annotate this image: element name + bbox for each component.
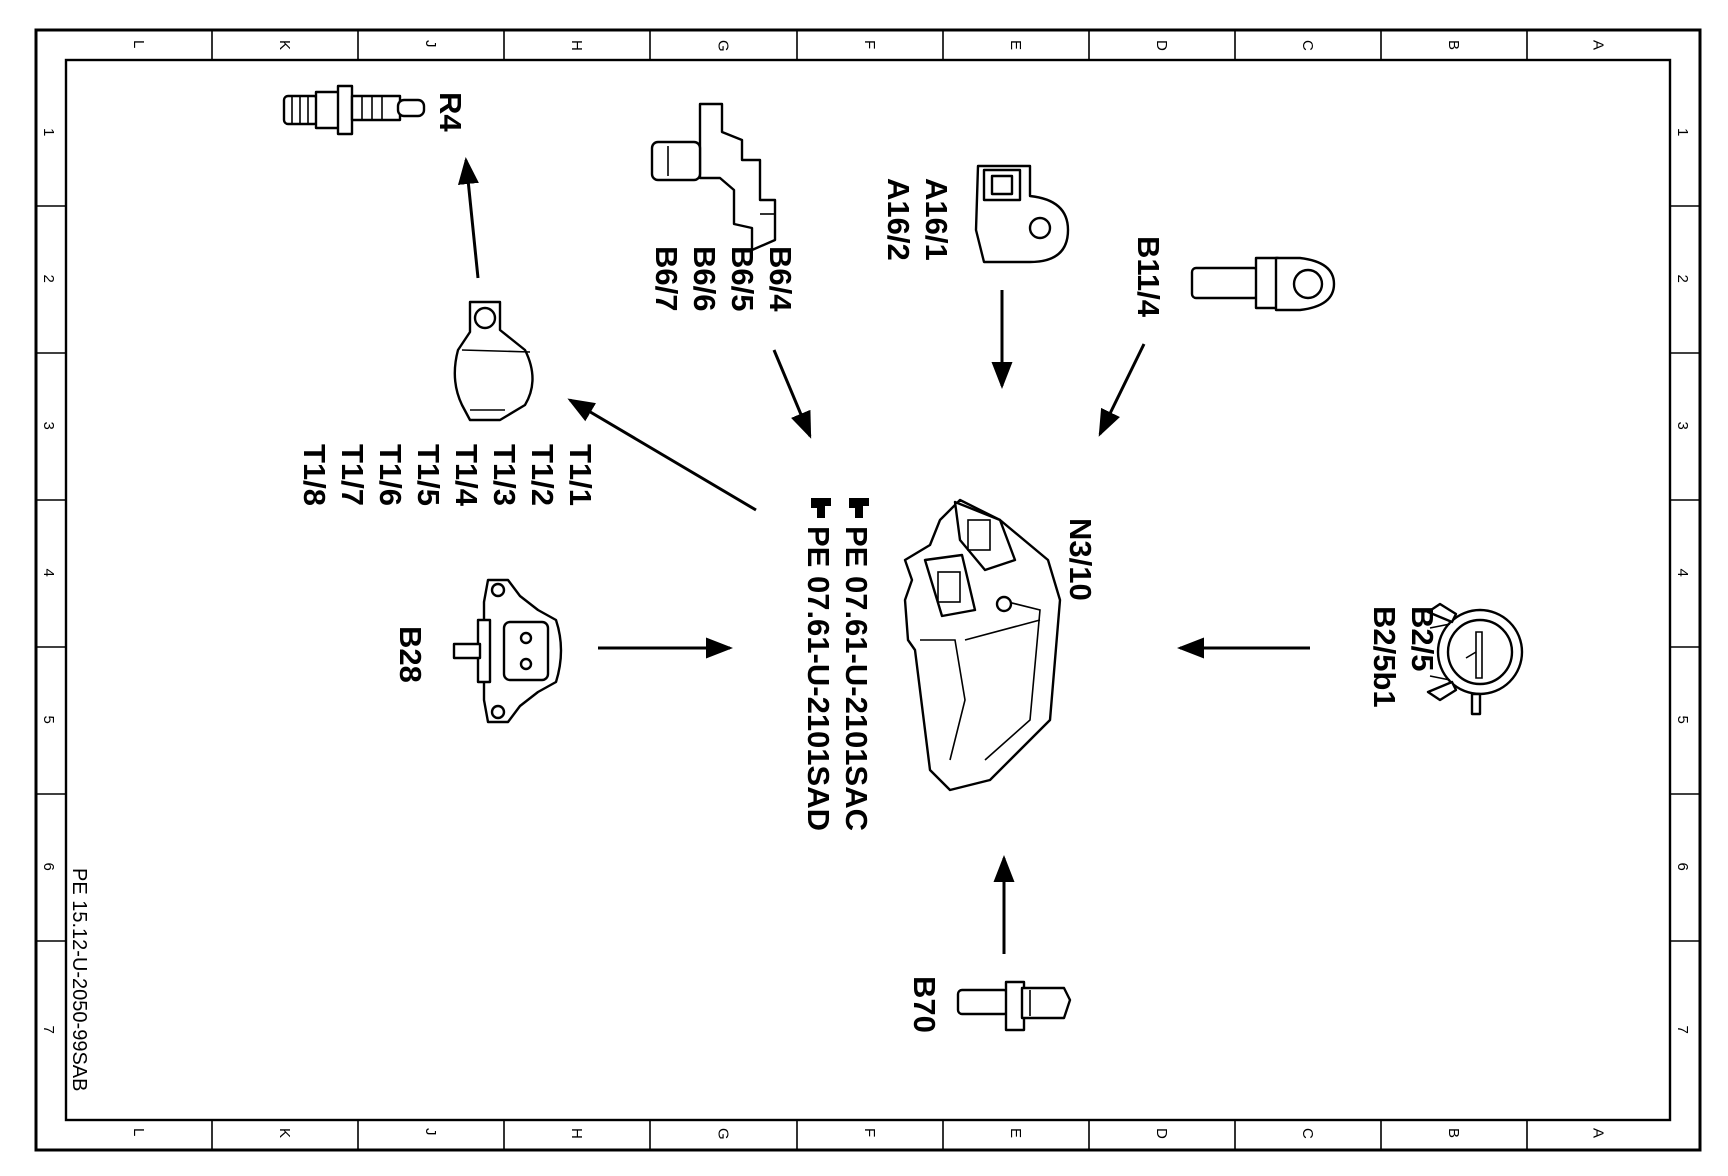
component-label: A16/2	[881, 178, 916, 261]
grid-ticks	[36, 30, 1700, 1150]
label-n3-10: N3/10	[1063, 518, 1098, 601]
camshaft-sensor-labels: B6/4B6/5B6/6B6/7	[649, 246, 798, 312]
component-label: B6/6	[687, 246, 722, 311]
arrow-from-temperature-sensor	[1098, 343, 1146, 437]
crankshaft-sensor-icon	[956, 980, 1072, 1032]
grid-column-label-top: G	[715, 40, 732, 52]
component-label: A16/1	[919, 178, 954, 261]
air-flow-sensor-labels: B2/5B2/5b1	[1367, 606, 1440, 708]
grid-row-label-left: 6	[40, 863, 57, 871]
grid-column-label-bottom: H	[568, 1128, 585, 1139]
component-label: B6/4	[763, 246, 798, 312]
grid-column-label-bottom: F	[861, 1128, 878, 1137]
grid-column-label-bottom: E	[1007, 1128, 1024, 1138]
grid-column-label-top: A	[1590, 40, 1607, 50]
label-b11-4: B11/4	[1131, 236, 1166, 318]
component-label: B2/5b1	[1367, 606, 1402, 708]
spark-plug-icon	[282, 84, 426, 136]
grid-row-label-right: 7	[1674, 1026, 1691, 1034]
grid-labels: L L K K J J H H G G F F E E D D C C B B A A 1 1 2 2 3 3 4 4 5 5 6 6 7 7	[40, 40, 1691, 1140]
ecu-icon	[903, 498, 1062, 792]
grid-column-label-top: F	[861, 40, 878, 49]
ignition-coil-labels: T1/1T1/2T1/3T1/4T1/5T1/6T1/7T1/8	[297, 444, 598, 507]
document-id: PE 15.12-U-2050-99SAB	[68, 868, 90, 1091]
component-label: T1/5	[411, 444, 446, 506]
component-label: T1/2	[525, 444, 560, 506]
component-label: T1/6	[373, 444, 408, 506]
grid-column-label-bottom: C	[1299, 1128, 1316, 1139]
temperature-sensor-icon	[1190, 256, 1336, 312]
reference-note-2: PE 07.61-U-2101SAD	[801, 526, 836, 831]
grid-row-label-right: 2	[1674, 275, 1691, 283]
ignition-coil-icon	[453, 300, 534, 422]
grid-column-label-bottom: D	[1153, 1128, 1170, 1139]
grid-column-label-top: B	[1445, 40, 1462, 50]
pressure-sensor-icon	[452, 578, 563, 724]
grid-column-label-bottom: G	[715, 1128, 732, 1140]
component-label: B6/5	[725, 246, 760, 311]
knock-sensor-icon	[974, 164, 1070, 264]
grid-column-label-top: J	[422, 40, 439, 48]
grid-column-label-top: E	[1007, 40, 1024, 50]
hand-pointer-icon	[849, 498, 869, 518]
grid-column-label-top: H	[568, 40, 585, 51]
component-label: T1/1	[563, 444, 598, 506]
camshaft-sensor-icon	[650, 102, 777, 252]
component-label: T1/7	[335, 444, 370, 506]
component-label: B6/7	[649, 246, 684, 311]
grid-column-label-bottom: K	[276, 1128, 293, 1138]
grid-row-label-right: 5	[1674, 716, 1691, 724]
grid-column-label-top: C	[1299, 40, 1316, 51]
grid-row-label-right: 3	[1674, 422, 1691, 430]
outer-frame	[34, 28, 1702, 1152]
grid-row-label-right: 1	[1674, 128, 1691, 136]
label-r4: R4	[433, 92, 468, 132]
component-label: T1/8	[297, 444, 332, 506]
arrow-to-ignition-coil	[567, 398, 757, 512]
grid-column-label-top: L	[130, 40, 147, 48]
reference-notes: PE 07.61-U-2101SAC PE 07.61-U-2101SAD	[801, 498, 874, 831]
grid-row-label-left: 4	[40, 569, 57, 577]
inner-frame	[64, 58, 1672, 1122]
grid-row-label-left: 5	[40, 716, 57, 724]
component-label: T1/4	[449, 444, 484, 507]
arrow-from-camshaft-sensor	[772, 349, 812, 439]
grid-row-label-right: 4	[1674, 569, 1691, 577]
air-flow-sensor-icon	[1426, 602, 1524, 716]
grid-row-label-left: 3	[40, 422, 57, 430]
grid-column-label-top: D	[1153, 40, 1170, 51]
grid-column-label-bottom: L	[130, 1128, 147, 1136]
grid-row-label-left: 2	[40, 275, 57, 283]
grid-row-label-right: 6	[1674, 863, 1691, 871]
grid-column-label-bottom: B	[1445, 1128, 1462, 1138]
arrow-to-r4	[457, 157, 480, 279]
hand-pointer-icon	[811, 498, 831, 518]
grid-row-label-left: 1	[40, 128, 57, 136]
component-label: B2/5	[1405, 606, 1440, 671]
label-b70: B70	[907, 976, 942, 1033]
component-label: T1/3	[487, 444, 522, 506]
grid-row-label-left: 7	[40, 1026, 57, 1034]
grid-column-label-top: K	[276, 40, 293, 50]
signal-arrows	[457, 157, 1310, 954]
reference-note-1: PE 07.61-U-2101SAC	[839, 526, 874, 831]
grid-column-label-bottom: J	[422, 1128, 439, 1136]
label-b28: B28	[393, 626, 428, 683]
grid-column-label-bottom: A	[1590, 1128, 1607, 1138]
